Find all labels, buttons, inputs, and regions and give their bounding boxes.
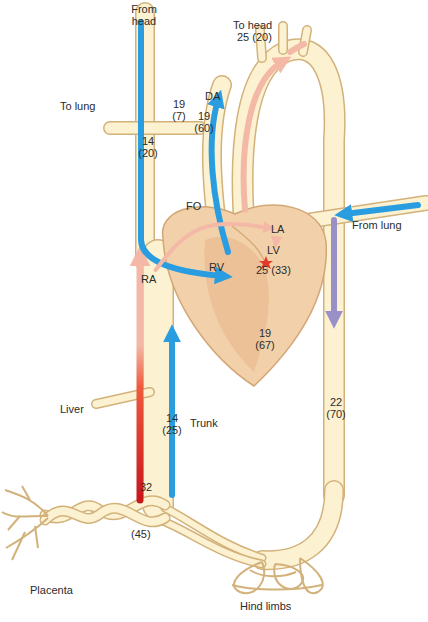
pressure-value: 19 (7) bbox=[168, 98, 190, 122]
region-label: From head bbox=[126, 3, 162, 27]
vessel bbox=[280, 26, 287, 50]
region-label: Placenta bbox=[30, 584, 73, 596]
villus bbox=[8, 516, 20, 530]
placenta-villi bbox=[2, 486, 48, 560]
chamber-label: RA bbox=[140, 272, 157, 286]
vessel-outline bbox=[142, 255, 174, 505]
umbilical-cord bbox=[45, 508, 165, 522]
region-label: To head bbox=[233, 19, 272, 31]
chamber-name: LV bbox=[256, 244, 291, 256]
villus bbox=[22, 486, 30, 500]
vessel-outline bbox=[262, 490, 334, 560]
region-label: DA bbox=[205, 90, 220, 102]
chamber-label: LA bbox=[270, 222, 285, 236]
flow-connector bbox=[274, 238, 278, 241]
vessel-outline bbox=[278, 26, 288, 50]
chamber-name: RA bbox=[141, 273, 156, 285]
vessel-outline bbox=[160, 520, 262, 564]
pressure-value: 19 (60) bbox=[190, 110, 218, 134]
villus bbox=[2, 512, 48, 517]
vessel bbox=[160, 520, 262, 564]
vessels bbox=[45, 12, 426, 564]
region-label: Trunk bbox=[190, 417, 218, 429]
pressure-value: (45) bbox=[131, 528, 151, 540]
vessel bbox=[303, 30, 307, 52]
vessel bbox=[110, 123, 200, 134]
pressure-value: 32 bbox=[140, 481, 152, 493]
pressure-value: 25 (20) bbox=[237, 31, 272, 43]
heart bbox=[163, 205, 327, 386]
pressure-value: 19 (67) bbox=[251, 327, 279, 351]
vessel-outline bbox=[303, 30, 307, 52]
chamber-label: LV 25 (33) bbox=[255, 243, 292, 277]
vessel bbox=[144, 255, 173, 505]
pressure-value: 14 (20) bbox=[134, 135, 162, 159]
aortic-flow bbox=[244, 62, 282, 210]
pressure-value: 14 (25) bbox=[158, 412, 186, 436]
pressure-value: 25 (33) bbox=[256, 264, 291, 276]
villus bbox=[12, 532, 25, 560]
vessel-outline bbox=[110, 121, 200, 135]
villus bbox=[35, 526, 38, 548]
region-label: From lung bbox=[352, 219, 402, 231]
ventricle-shade bbox=[204, 237, 269, 372]
region-label: To lung bbox=[60, 100, 95, 112]
ductal-flow bbox=[212, 100, 228, 252]
cord-outline bbox=[45, 508, 165, 522]
region-label: Liver bbox=[60, 403, 84, 415]
chamber-label: RV bbox=[208, 260, 225, 274]
aortic-flow bbox=[290, 44, 304, 52]
flow-arrows bbox=[140, 22, 418, 500]
chamber-name: RV bbox=[209, 261, 224, 273]
connector-label: FO bbox=[186, 200, 201, 212]
pulmonary-flow bbox=[345, 205, 418, 214]
capillary-loop bbox=[232, 585, 322, 590]
pressure-value: 22 (70) bbox=[322, 396, 350, 420]
capillary-loop bbox=[250, 570, 296, 576]
chamber-name: LA bbox=[271, 223, 284, 235]
heart-outline bbox=[163, 205, 327, 386]
vessel bbox=[262, 490, 334, 560]
umbilical-flow bbox=[137, 258, 144, 500]
hind-limb-vessels bbox=[232, 558, 323, 593]
region-label: Hind limbs bbox=[240, 600, 291, 612]
villus bbox=[6, 518, 48, 548]
aortic-descending-flow bbox=[331, 220, 337, 318]
